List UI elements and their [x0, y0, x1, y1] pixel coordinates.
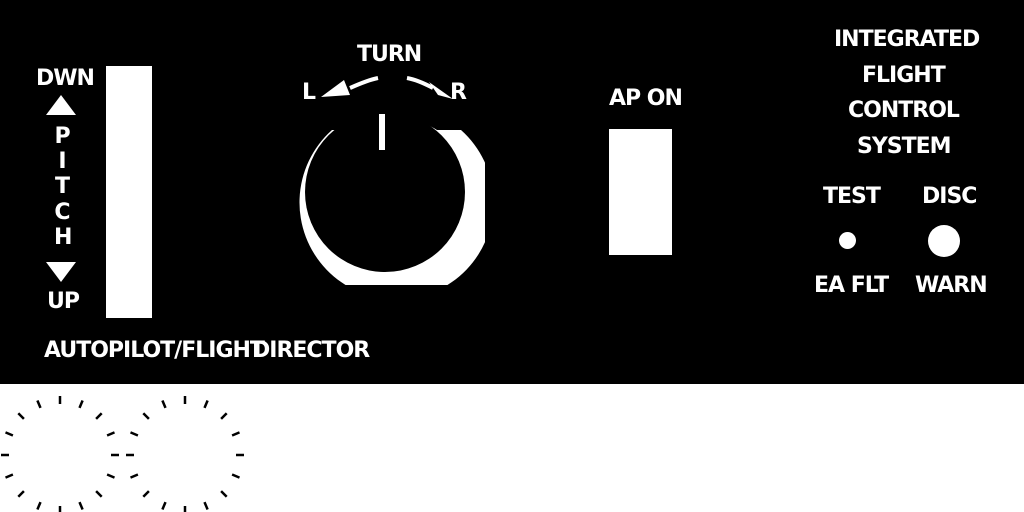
turn-arrows-icon: [321, 76, 453, 99]
dial-tick: [142, 490, 150, 498]
dial-tick: [5, 431, 14, 437]
dial-tick: [106, 473, 115, 479]
dial-tick: [36, 400, 42, 409]
dial-tick: [142, 412, 150, 420]
tick-dials: [1, 396, 244, 512]
ifcs-title-line: CONTROL: [848, 98, 960, 123]
ifcs-title-line: FLIGHT: [862, 63, 946, 88]
dial-tick: [17, 490, 25, 498]
disc-label: DISC: [922, 184, 977, 209]
ap-on-switch[interactable]: [609, 129, 672, 255]
dial-tick: [220, 412, 228, 420]
pitch-letter: C: [54, 200, 70, 225]
dial-tick: [130, 473, 139, 479]
turn-knob[interactable]: [285, 110, 485, 285]
dial-tick: [203, 501, 209, 510]
dial-tick: [5, 473, 14, 479]
test-ea-flt-light[interactable]: [839, 232, 856, 249]
dial-tick: [161, 400, 167, 409]
disc-warn-light[interactable]: [928, 225, 960, 257]
ea-flt-label: EA FLT: [814, 273, 889, 298]
dial-tick: [95, 412, 103, 420]
pitch-wheel-slot[interactable]: [106, 66, 152, 318]
warn-label: WARN: [915, 273, 988, 298]
test-label: TEST: [823, 184, 881, 209]
dial-tick: [36, 501, 42, 510]
pitch-letter: T: [54, 174, 70, 199]
ifcs-title-line: SYSTEM: [857, 134, 952, 159]
pitch-up-label: UP: [47, 289, 80, 314]
turn-left-label: L: [302, 80, 316, 105]
turn-label: TURN: [357, 42, 422, 67]
dial-tick: [231, 431, 240, 437]
ifcs-title-line: INTEGRATED: [834, 27, 980, 52]
autopilot-flight-director-panel: DWN P I T C H UP TURN L R AP ON INTEGRAT…: [0, 0, 1024, 384]
tick-dial-icon: [1, 396, 119, 512]
dial-tick: [203, 400, 209, 409]
tick-dial-icon: [126, 396, 244, 512]
dial-tick: [161, 501, 167, 510]
pitch-letter: H: [54, 225, 72, 250]
dial-tick: [220, 490, 228, 498]
pitch-letter: I: [58, 149, 66, 174]
ap-on-label: AP ON: [609, 86, 683, 111]
director-label: DIRECTOR: [252, 338, 370, 363]
dial-tick: [17, 412, 25, 420]
turn-right-label: R: [450, 80, 467, 105]
dial-tick: [130, 431, 139, 437]
dial-tick: [95, 490, 103, 498]
triangle-up-icon: [46, 95, 76, 115]
pitch-letter: P: [54, 124, 70, 149]
triangle-down-icon: [46, 262, 76, 282]
dial-tick: [106, 431, 115, 437]
dial-tick: [78, 501, 84, 510]
turn-knob-graphic: [299, 112, 485, 285]
autopilot-flight-label: AUTOPILOT/FLIGHT: [44, 338, 265, 363]
pitch-down-label: DWN: [36, 66, 95, 91]
dial-tick: [231, 473, 240, 479]
dial-tick: [78, 400, 84, 409]
